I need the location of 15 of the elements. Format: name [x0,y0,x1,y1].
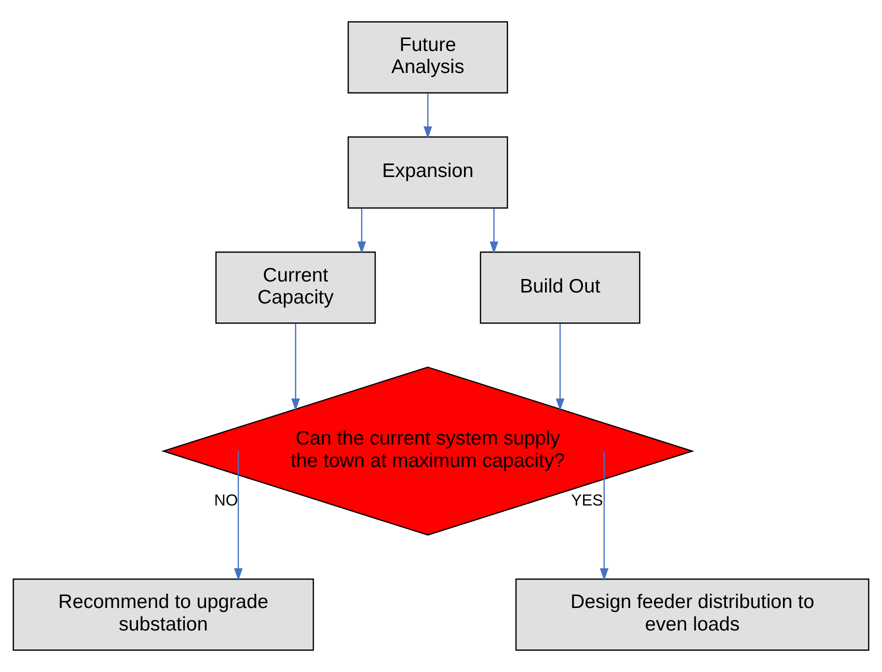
edge-label: YES [571,492,603,510]
node-box: Build Out [480,252,640,324]
node-box: Future Analysis [348,21,508,94]
edge-label: NO [214,492,238,510]
arrow [424,93,432,139]
node-box: Current Capacity [215,252,376,324]
arrow [600,451,608,581]
arrow [490,208,498,254]
arrow [291,324,300,411]
arrow [357,208,366,254]
node-box: Design feeder distribution to even loads [515,578,870,651]
node-box: Recommend to upgrade substation [12,578,314,651]
node-box: Expansion [348,136,508,209]
arrow [556,324,564,411]
arrow [234,451,243,581]
